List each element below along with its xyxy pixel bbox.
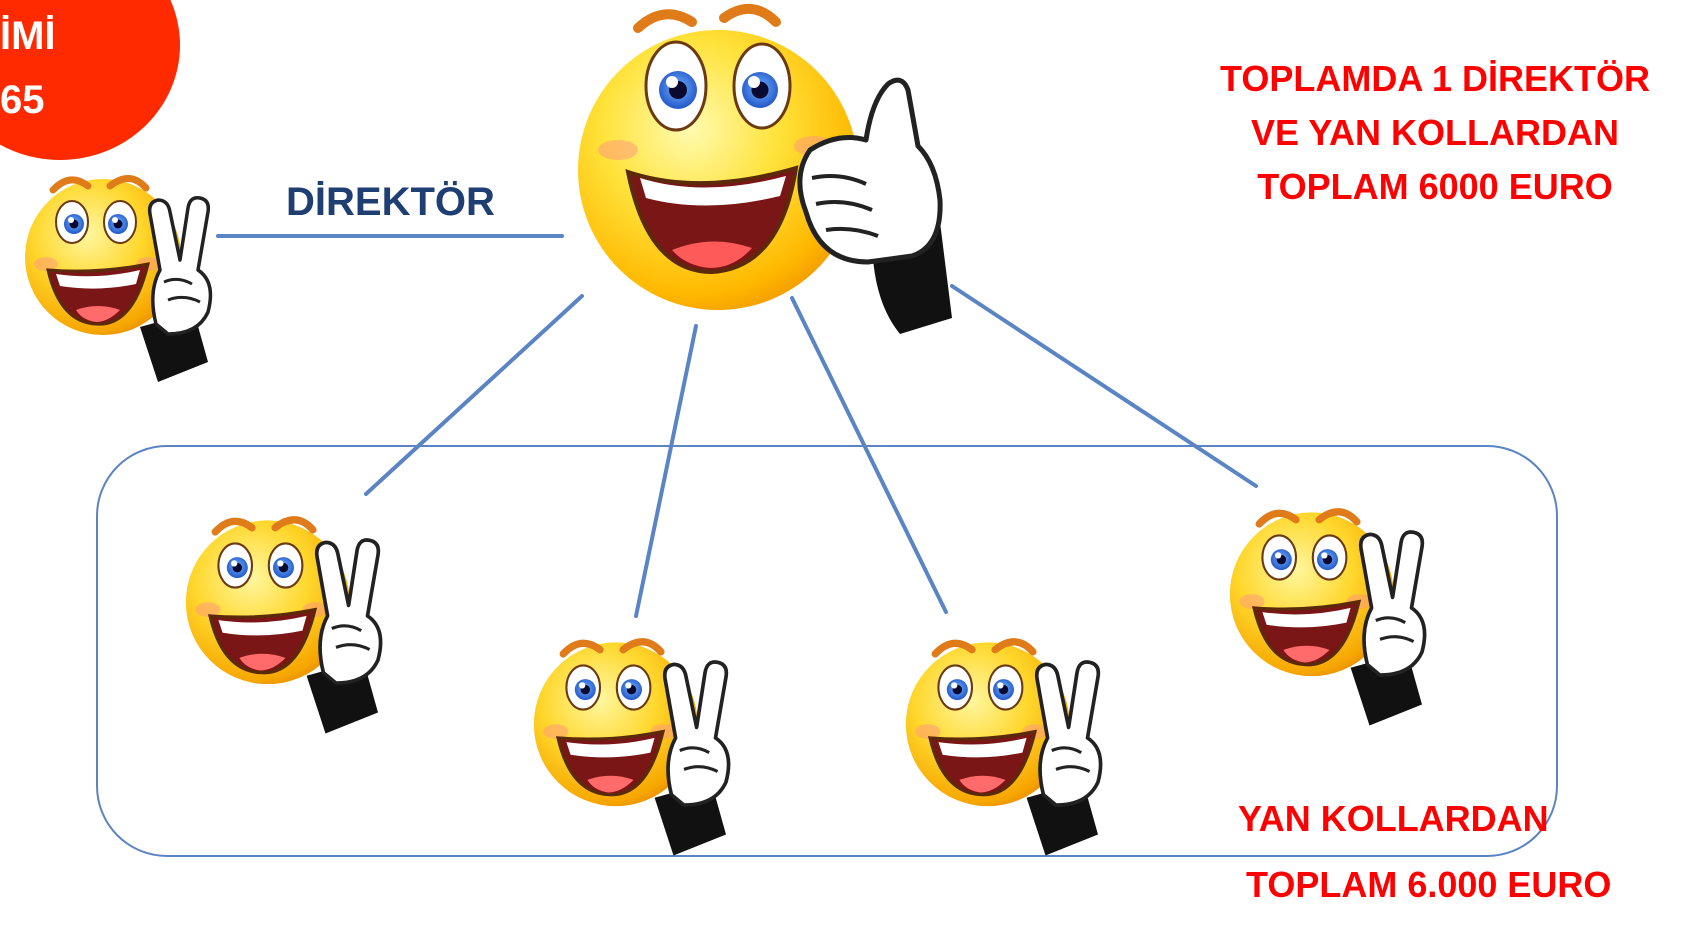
peace-sign-smiley-icon-branch-3 [906,642,1101,856]
peace-sign-smiley-icon-director [25,178,210,382]
connector-branch-3 [790,296,948,614]
side-branch-group-frame [96,445,1558,857]
side-branches-line-1: YAN KOLLARDAN [1238,798,1549,839]
side-branches-text: YAN KOLLARDAN TOPLAM 6.000 EURO [1238,786,1611,918]
peace-sign-smiley-icon-branch-1 [186,520,381,734]
thumbs-up-smiley-icon [578,4,952,334]
director-label: DİREKTÖR [286,180,495,224]
totals-line-3: TOPLAM 6000 EURO [1257,166,1613,207]
badge-line-2: 65 [0,78,45,122]
side-branches-line-2: TOPLAM 6.000 EURO [1246,864,1612,905]
totals-line-1: TOPLAMDA 1 DİREKTÖR [1219,58,1650,99]
connector-branch-2 [634,324,698,618]
totals-line-2: VE YAN KOLLARDAN [1250,112,1620,153]
badge-line-1: İMİ [0,14,56,58]
totals-text: TOPLAMDA 1 DİREKTÖR VE YAN KOLLARDAN TOP… [1180,52,1690,214]
connector-branch-4 [950,284,1258,488]
peace-sign-smiley-icon-branch-2 [534,642,729,856]
connector-branch-1 [364,294,584,496]
peace-sign-smiley-icon-branch-4 [1230,512,1425,726]
